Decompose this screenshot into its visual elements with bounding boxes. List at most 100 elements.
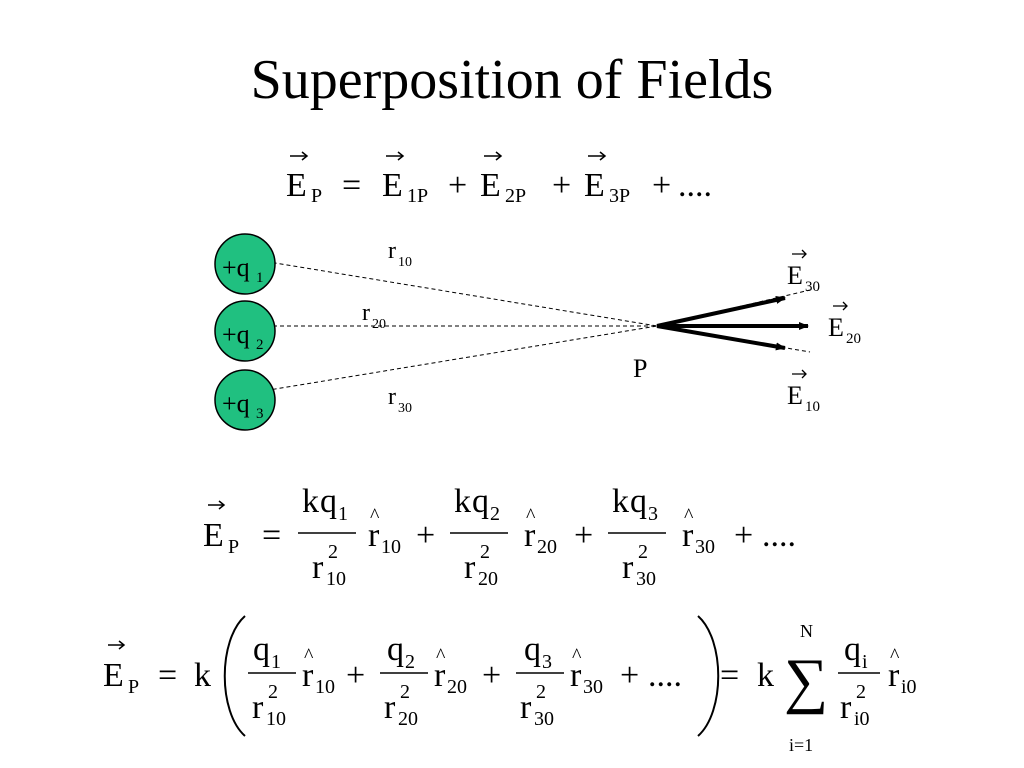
eq2-t2-r: r <box>464 549 476 586</box>
eq3-t3-r-sub: 30 <box>534 708 554 730</box>
eq3-sum-upper: N <box>800 621 813 641</box>
eq3-ts-q: q <box>844 631 861 668</box>
distance-r10-label: r <box>388 238 396 264</box>
eq2-E: E <box>203 517 224 554</box>
charge-q2-label: +q <box>222 320 250 349</box>
charge-q2-sub: 2 <box>256 337 264 353</box>
eq2-t2-k: k <box>454 483 471 520</box>
slide-title: Superposition of Fields <box>250 49 774 111</box>
eq2-plus-2: + <box>574 517 593 554</box>
eq2-t3-hat: ^ <box>684 505 694 527</box>
eq3-t1-rhat-sub: 10 <box>315 676 335 698</box>
field-E10-sub: 10 <box>805 399 820 415</box>
eq1-sub-1P: 1P <box>407 185 428 207</box>
eq3-t1-q: q <box>253 631 270 668</box>
eq3-k-2: k <box>757 657 774 694</box>
eq3-t1-r-sub: 10 <box>266 708 286 730</box>
eq3-t1-r-sq: 2 <box>268 681 278 703</box>
eq3-equals-1: = <box>158 657 177 694</box>
eq3-t2-q: q <box>387 631 404 668</box>
eq3-t2-q-sub: 2 <box>405 651 415 673</box>
eq2-t1-rhat: r <box>368 517 380 554</box>
eq3-sub-P: P <box>128 676 139 698</box>
distance-r20-label: r <box>362 300 370 326</box>
eq2-t1-r-sq: 2 <box>328 541 338 563</box>
field-label-E10: E 10 <box>787 369 820 415</box>
eq2-t2-rhat-sub: 20 <box>537 536 557 558</box>
eq2-t2-r-sub: 20 <box>478 568 498 590</box>
eq3-t3-r-sq: 2 <box>536 681 546 703</box>
eq1-E-1P: E <box>382 167 403 204</box>
eq3-t3-q-sub: 3 <box>542 651 552 673</box>
eq3-sum-lower: i=1 <box>789 735 813 755</box>
eq1-plus-2: + <box>552 167 571 204</box>
eq2-t1-r-sub: 10 <box>326 568 346 590</box>
eq3-t1-r: r <box>252 689 264 726</box>
equation-summation: E P = k q 1 r 10 2 r ^ 10 + q 2 r 20 2 r… <box>103 615 917 755</box>
eq1-equals: = <box>342 167 361 204</box>
field-arrows <box>656 296 809 351</box>
eq1-E-P: E <box>286 167 307 204</box>
eq2-t1-r: r <box>312 549 324 586</box>
field-E30-sub: 30 <box>805 279 820 295</box>
eq3-equals-2: = <box>720 657 739 694</box>
eq2-t3-k: k <box>612 483 629 520</box>
eq3-plus-2: + <box>482 657 501 694</box>
eq2-t3-rhat: r <box>682 517 694 554</box>
eq2-t2-rhat: r <box>524 517 536 554</box>
equation-field-sum: E P = E 1P + E 2P + E 3P + .... <box>286 151 712 207</box>
distance-r30-sub: 30 <box>398 401 412 416</box>
eq1-dots: .... <box>678 167 712 204</box>
eq2-equals: = <box>262 517 281 554</box>
eq2-t1-hat: ^ <box>370 505 380 527</box>
eq2-t1-q-sub: 1 <box>338 503 348 525</box>
eq1-plus-3: + <box>652 167 671 204</box>
eq3-plus-1: + <box>346 657 365 694</box>
eq1-sub-3P: 3P <box>609 185 630 207</box>
eq2-t3-r-sub: 30 <box>636 568 656 590</box>
eq2-t3-r-sq: 2 <box>638 541 648 563</box>
eq2-t2-q: q <box>472 483 489 520</box>
point-P-label: P <box>633 354 647 383</box>
field-arrow-E30 <box>656 296 786 328</box>
eq3-ts-rhat: r <box>888 657 900 694</box>
charge-q1-label: +q <box>222 253 250 282</box>
charge-q1: +q 1 <box>214 233 276 295</box>
eq3-t2-r-sub: 20 <box>398 708 418 730</box>
charge-q1-sub: 1 <box>256 270 264 286</box>
eq2-plus-3: + <box>734 517 753 554</box>
field-label-E20: E 20 <box>828 301 861 347</box>
eq3-ts-q-sub: i <box>862 651 868 673</box>
field-E20-sub: 20 <box>846 331 861 347</box>
distance-r30-label: r <box>388 384 396 410</box>
eq2-dots: .... <box>762 517 796 554</box>
eq2-t3-q-sub: 3 <box>648 503 658 525</box>
eq2-t2-hat: ^ <box>526 505 536 527</box>
eq3-k-1: k <box>194 657 211 694</box>
eq2-t3-rhat-sub: 30 <box>695 536 715 558</box>
eq3-ts-hat: ^ <box>890 645 900 667</box>
eq3-t2-r-sq: 2 <box>400 681 410 703</box>
eq3-t2-rhat-sub: 20 <box>447 676 467 698</box>
eq1-sub-2P: 2P <box>505 185 526 207</box>
eq3-t3-q: q <box>524 631 541 668</box>
eq3-t2-rhat: r <box>434 657 446 694</box>
distance-r20-sub: 20 <box>372 317 386 332</box>
eq3-t1-hat: ^ <box>304 645 314 667</box>
eq3-t3-rhat-sub: 30 <box>583 676 603 698</box>
eq1-sub-P: P <box>311 185 322 207</box>
field-arrow-E10 <box>656 324 786 351</box>
charge-diagram: +q 1 +q 2 +q 3 r 10 r 20 r 30 P E <box>214 233 861 431</box>
eq3-t2-r: r <box>384 689 396 726</box>
distance-r10-sub: 10 <box>398 255 412 270</box>
charge-q2: +q 2 <box>214 300 276 362</box>
eq1-vector-arrows <box>290 151 607 161</box>
eq2-t3-r: r <box>622 549 634 586</box>
eq3-E: E <box>103 657 124 694</box>
eq2-t3-q: q <box>630 483 647 520</box>
eq3-ts-rhat-sub: i0 <box>901 676 917 698</box>
field-label-E30: E 30 <box>787 249 820 295</box>
eq3-t3-rhat: r <box>570 657 582 694</box>
eq3-ts-r-sub: i0 <box>854 708 870 730</box>
